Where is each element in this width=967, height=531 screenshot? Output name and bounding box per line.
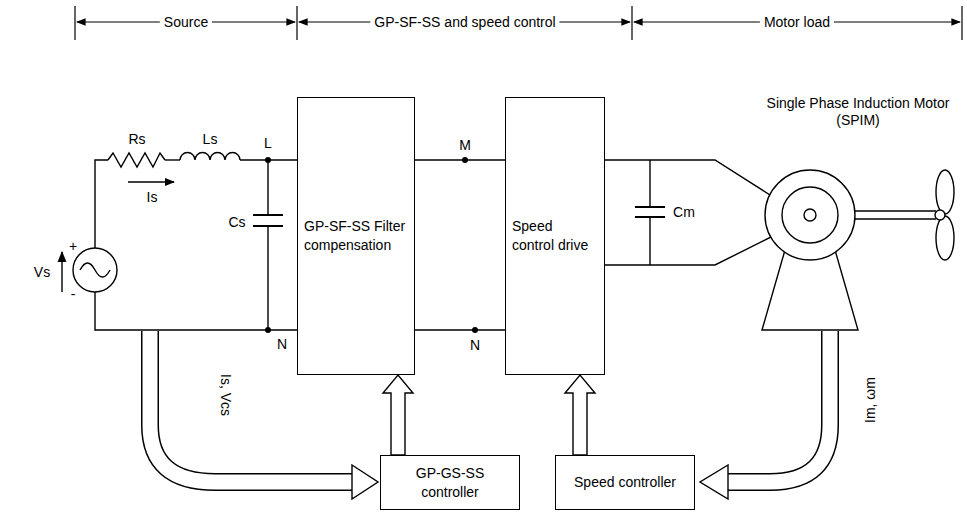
motor-symbol [935, 210, 945, 220]
section-brackets [75, 6, 962, 40]
junction-dot [265, 157, 271, 163]
source-wires [95, 160, 297, 330]
process-box: GP-GS-SS controller [380, 455, 520, 510]
node-label: N [470, 337, 480, 354]
polarity-sign: + [69, 238, 77, 255]
motor-symbol [936, 170, 954, 214]
component-label: Ls [203, 131, 218, 148]
feedback-arrow [352, 465, 378, 499]
component-label: Cm [673, 204, 695, 221]
signal-label: Is, Vcs [218, 374, 235, 416]
motor-symbol [762, 250, 858, 330]
voltage-label: Vs [34, 264, 50, 281]
motor-wires [605, 160, 770, 195]
capacitor-symbol [267, 226, 268, 330]
section-brackets [961, 6, 962, 40]
signal-arrow [565, 375, 595, 455]
process-box: Speed control drive [505, 97, 605, 375]
source-wires [95, 160, 108, 248]
section-brackets [74, 6, 75, 40]
section-title: Source [160, 14, 212, 31]
feedback-arrow [700, 465, 728, 499]
wire-connector [415, 329, 505, 330]
voltage-source [61, 252, 62, 292]
voltage-source [73, 248, 117, 292]
resistor-symbol [108, 153, 165, 167]
motor-wires [649, 160, 650, 207]
current-arrow [128, 181, 174, 182]
section-title: Motor load [760, 14, 834, 31]
box-text: Speed controller [574, 473, 676, 492]
voltage-source [80, 263, 110, 277]
component-label: Rs [128, 131, 145, 148]
section-brackets [296, 6, 297, 40]
source-wires [165, 159, 180, 160]
capacitor-symbol [253, 160, 283, 330]
signal-arrow [383, 375, 413, 455]
node-label: N [277, 336, 287, 353]
motor-wires [649, 217, 650, 265]
motor-symbol [765, 170, 855, 260]
motor-symbol [782, 187, 838, 243]
motor-wires [635, 206, 665, 208]
motor-symbol [804, 209, 816, 221]
voltage-source [62, 248, 117, 292]
junction-dot [265, 327, 271, 333]
inductor-symbol [180, 153, 240, 161]
box-text: GP-SF-SS Filter compensation [304, 217, 408, 255]
component-label: Cs [228, 214, 245, 231]
motor-wires [605, 160, 771, 265]
current-label: Is [147, 189, 158, 206]
node-label: L [264, 135, 272, 152]
motor-wires [605, 237, 771, 265]
polarity-sign: - [71, 286, 76, 303]
section-brackets [631, 6, 632, 40]
wire-connector [415, 159, 505, 160]
motor-symbol [855, 218, 936, 219]
box-text: GP-GS-SS controller [387, 464, 513, 502]
process-box: GP-SF-SS Filter compensation [297, 97, 415, 375]
inductor-symbol [180, 153, 240, 161]
source-wires [95, 292, 297, 330]
current-arrow [128, 181, 174, 182]
capacitor-symbol [253, 214, 283, 216]
node-label: M [459, 137, 471, 154]
capacitor-symbol [267, 160, 268, 215]
process-box: Speed controller [555, 455, 695, 510]
signal-label: Im, ωm [862, 377, 879, 423]
motor-caption: Single Phase Induction Motor (SPIM) [758, 95, 958, 129]
motor-symbol [936, 216, 954, 260]
motor-symbol [855, 210, 936, 211]
box-text: Speed control drive [512, 217, 598, 255]
section-title: GP-SF-SS and speed control [370, 14, 559, 31]
feedback-arrow [724, 331, 830, 482]
resistor-symbol [108, 153, 165, 167]
motor-symbol [762, 170, 954, 330]
